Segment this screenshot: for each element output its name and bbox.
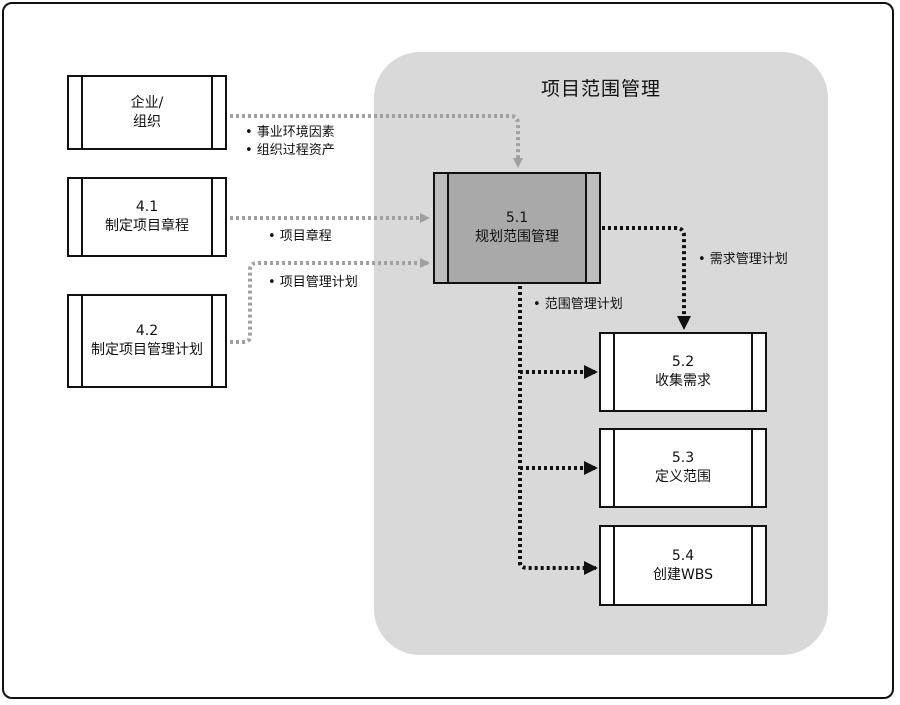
process-number: 5.3: [671, 450, 695, 466]
input-box-4-2: 4.2 制定项目管理计划: [67, 294, 227, 388]
process-number: 5.4: [671, 547, 695, 564]
process-title: 创建WBS: [652, 566, 714, 583]
flow-42-to-51: [230, 258, 430, 344]
region-title: 项目范围管理: [540, 78, 661, 100]
flow-label-req-plan: • 需求管理计划: [698, 252, 788, 267]
process-title: 收集需求: [655, 373, 711, 389]
org-title: 企业/ 组织: [130, 94, 164, 130]
process-5-3: 5.3 定义范围: [599, 428, 767, 508]
flow-label-scope-plan: • 范围管理计划: [533, 297, 623, 312]
process-number: 4.2: [135, 323, 159, 339]
process-title: 定义范围: [655, 469, 711, 485]
process-title: 制定项目章程: [105, 218, 189, 234]
process-title: 制定项目管理计划: [91, 342, 203, 358]
process-title: 规划范围管理: [475, 229, 559, 245]
diagram-frame: [2, 2, 894, 699]
flow-51-to-52: [602, 226, 691, 330]
process-number: 5.1: [505, 210, 529, 226]
flow-51-to-54: [518, 561, 598, 575]
input-box-org: 企业/ 组织: [67, 75, 227, 150]
process-number: 4.1: [135, 199, 159, 215]
process-5-2: 5.2 收集需求: [599, 332, 767, 412]
input-box-4-1: 4.1 制定项目章程: [67, 177, 227, 257]
process-5-1: 5.1 规划范围管理: [433, 172, 601, 284]
process-5-4: 5.4 创建WBS: [599, 525, 767, 606]
flow-label-pm-plan: • 项目管理计划: [268, 275, 358, 290]
flow-label-eef: • 事业环境因素: [245, 125, 335, 140]
flow-label-opa: • 组织过程资产: [245, 143, 335, 158]
process-number: 5.2: [671, 354, 695, 370]
flow-label-charter: • 项目章程: [268, 229, 332, 244]
